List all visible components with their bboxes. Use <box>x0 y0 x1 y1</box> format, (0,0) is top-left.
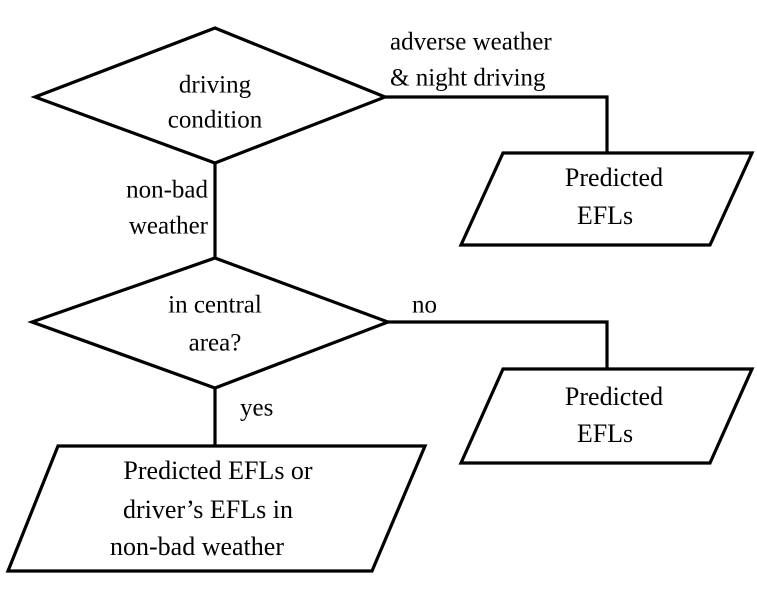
io-predicted-efls-no-line-2: EFLs <box>577 419 633 448</box>
edge-label-adverse-line-2: & night driving <box>390 65 546 92</box>
decision-central-area-line-2: area? <box>189 330 242 357</box>
node-decision-central-area[interactable]: in central area? <box>27 256 393 390</box>
node-io-predicted-efls-no[interactable]: Predicted EFLs <box>458 367 755 465</box>
io-predicted-efls-adverse-line-1: Predicted <box>565 163 663 192</box>
diamond-shape-central-area <box>27 256 393 390</box>
edge-label-non-bad-weather-line-2: weather <box>129 213 209 240</box>
io-predicted-efls-yes-line-2: driver’s EFLs in <box>123 495 293 524</box>
parallelogram-shape-predicted-efls-no <box>458 367 755 465</box>
decision-driving-condition-line-1: driving <box>179 72 252 99</box>
edge-label-non-bad-weather-line-1: non-bad <box>126 177 208 204</box>
io-predicted-efls-no-line-1: Predicted <box>565 382 663 411</box>
decision-driving-condition-line-2: condition <box>168 107 263 134</box>
node-io-predicted-efls-adverse[interactable]: Predicted EFLs <box>458 151 755 247</box>
io-predicted-efls-yes-line-1: Predicted EFLs or <box>123 456 313 485</box>
edge-label-no: no <box>412 292 437 319</box>
edge-label-group: adverse weather & night driving non-bad … <box>126 29 552 422</box>
parallelogram-shape-predicted-efls-adverse <box>458 151 755 247</box>
io-predicted-efls-yes-line-3: non-bad weather <box>110 532 284 561</box>
parallelogram-shape-predicted-efls-yes <box>5 444 428 573</box>
edge-label-yes: yes <box>240 395 273 422</box>
connector-adverse-to-predicted-efls <box>385 95 609 153</box>
diamond-shape-driving-condition <box>30 26 390 165</box>
connector-no-to-predicted-efls <box>388 320 609 369</box>
decision-central-area-line-1: in central <box>168 292 262 319</box>
edge-label-adverse-line-1: adverse weather <box>390 29 552 56</box>
node-decision-driving-condition[interactable]: driving condition <box>30 26 390 165</box>
io-predicted-efls-adverse-line-2: EFLs <box>577 201 633 230</box>
connector-group <box>213 95 609 446</box>
node-io-predicted-efls-yes[interactable]: Predicted EFLs or driver’s EFLs in non-b… <box>5 444 428 573</box>
